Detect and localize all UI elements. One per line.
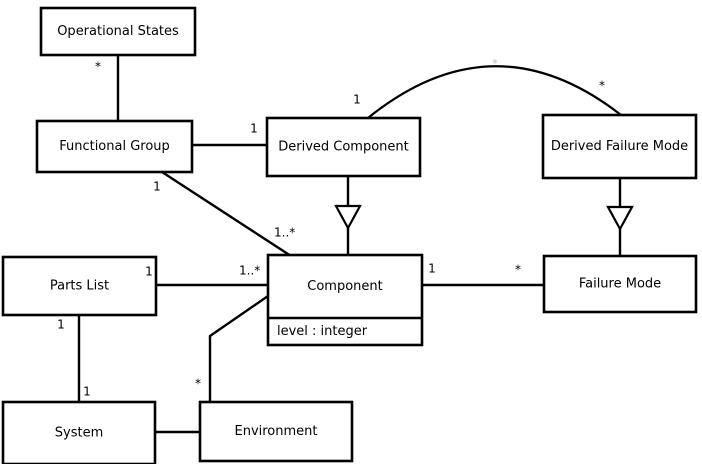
multiplicity-label: 1 (153, 180, 161, 194)
class-attribute: level : integer (277, 324, 368, 339)
class-name: Functional Group (59, 139, 170, 154)
association-functional-group--component (161, 170, 292, 258)
class-name: Operational States (57, 24, 179, 39)
class-box-component[interactable]: Component level : integer (266, 253, 424, 347)
class-box-parts-list[interactable]: Parts List (1, 255, 158, 317)
class-name: Component (307, 279, 382, 294)
multiplicity-label: 1..* (239, 264, 260, 278)
multiplicity-label: 1 (250, 122, 258, 136)
association-derived-component--derived-failure-mode (367, 65, 622, 119)
class-box-frame (541, 113, 698, 180)
association-component--environment (208, 295, 269, 402)
class-box-frame (1, 255, 158, 317)
association-layer (77, 55, 622, 434)
multiplicity-label: 1 (428, 262, 436, 276)
multiplicity-label: * (515, 263, 521, 277)
class-name: Failure Mode (579, 277, 661, 292)
multiplicity-label: * (492, 57, 498, 70)
class-box-failure-mode[interactable]: Failure Mode (542, 254, 698, 314)
class-name: Parts List (50, 279, 109, 294)
multiplicity-label: 1 (57, 318, 65, 332)
class-box-operational-states[interactable]: Operational States (39, 6, 197, 57)
class-box-derived-failure-mode[interactable]: Derived Failure Mode (541, 113, 698, 180)
generalization-arrowhead-icon (606, 205, 634, 232)
multiplicity-label: 1 (353, 93, 361, 107)
class-box-frame (1, 400, 157, 464)
multiplicity-label: 1..* (274, 226, 295, 240)
class-box-environment[interactable]: Environment (198, 400, 354, 463)
multiplicity-label: 1 (145, 265, 153, 279)
class-box-frame (542, 254, 698, 314)
multiplicity-layer: * 1 1 1..* 1 * * 1 1..* 1 1 1 * * (57, 57, 605, 399)
class-box-system[interactable]: System (1, 400, 157, 464)
generalization-arrowhead-icon (334, 204, 362, 231)
class-box-frame (266, 253, 424, 347)
generalization-layer (334, 176, 634, 256)
class-name: Derived Failure Mode (551, 139, 688, 154)
class-name: Environment (234, 424, 317, 439)
multiplicity-label: 1 (83, 385, 91, 399)
multiplicity-label: * (599, 79, 605, 93)
multiplicity-label: * (195, 377, 201, 391)
class-box-derived-component[interactable]: Derived Component (265, 116, 422, 178)
class-name: Derived Component (278, 140, 409, 155)
class-box-frame (198, 400, 354, 463)
class-box-frame (265, 116, 422, 178)
class-name: System (55, 426, 103, 441)
multiplicity-label: * (95, 60, 101, 74)
class-box-functional-group[interactable]: Functional Group (35, 119, 194, 174)
class-box-frame (39, 6, 197, 57)
class-box-frame (35, 119, 194, 174)
